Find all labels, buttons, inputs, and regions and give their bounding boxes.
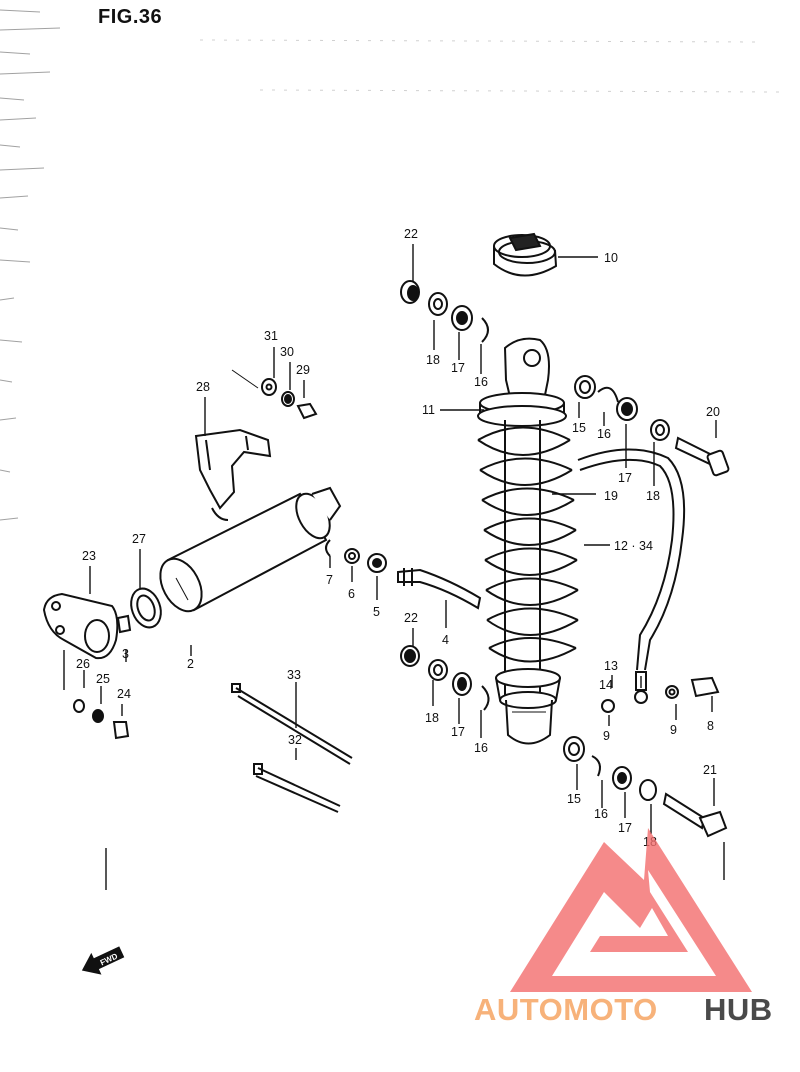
- label-13: 13: [604, 659, 618, 673]
- label-15a: 15: [572, 421, 586, 435]
- label-29: 29: [296, 363, 310, 377]
- label-17c: 17: [451, 725, 465, 739]
- label-2: 2: [187, 657, 194, 671]
- label-25: 25: [96, 672, 110, 686]
- mounting-plate: [42, 592, 119, 660]
- label-9a: 9: [603, 729, 610, 743]
- label-18b: 18: [646, 489, 660, 503]
- label-23: 23: [82, 549, 96, 563]
- label-17b: 17: [618, 471, 632, 485]
- shock-absorber: [477, 337, 579, 745]
- label-27: 27: [132, 532, 146, 546]
- label-8: 8: [707, 719, 714, 733]
- label-17a: 17: [451, 361, 465, 375]
- label-21: 21: [703, 763, 717, 777]
- label-17d: 17: [618, 821, 632, 835]
- forward-label: FWD: [99, 951, 120, 967]
- label-26: 26: [76, 657, 90, 671]
- label-16d: 16: [594, 807, 608, 821]
- canister-collar: [116, 587, 162, 634]
- label-9b: 9: [670, 723, 677, 737]
- label-31: 31: [264, 329, 278, 343]
- label-15b: 15: [567, 792, 581, 806]
- label-3: 3: [122, 647, 129, 661]
- label-4: 4: [442, 633, 449, 647]
- coil-spring: [477, 426, 579, 663]
- label-22b: 22: [404, 611, 418, 625]
- tie-rods: [231, 683, 353, 813]
- reservoir-canister: [159, 486, 342, 613]
- plate-hardware: [73, 699, 130, 740]
- label-18c: 18: [425, 711, 439, 725]
- label-33: 33: [287, 668, 301, 682]
- label-6: 6: [348, 587, 355, 601]
- figure-title: FIG.36: [98, 6, 163, 28]
- label-14: 14: [599, 678, 613, 692]
- upper-left-hardware: [400, 280, 489, 343]
- leader-lines: [63, 244, 725, 890]
- label-20: 20: [706, 405, 720, 419]
- label-18a: 18: [426, 353, 440, 367]
- label-16b: 16: [597, 427, 611, 441]
- label-30: 30: [280, 345, 294, 359]
- label-7: 7: [326, 573, 333, 587]
- label-5: 5: [373, 605, 380, 619]
- scan-noise: [0, 9, 781, 521]
- clamp-hardware: [231, 369, 318, 420]
- label-16c: 16: [474, 741, 488, 755]
- label-28: 28: [196, 380, 210, 394]
- lower-mount-hardware: [400, 645, 728, 838]
- label-10: 10: [604, 251, 618, 265]
- part-labels: 22 10 18 17 16 11 15 16 17 18 20 19 12 ·…: [76, 227, 720, 849]
- watermark-automoto: AUTOMOTO: [474, 992, 658, 1027]
- label-19: 19: [604, 489, 618, 503]
- label-12-34: 12 · 34: [614, 539, 653, 553]
- upper-right-hardware: [574, 375, 730, 477]
- label-22a: 22: [404, 227, 418, 241]
- automotohub-logo: AUTOMOTO HUB: [474, 828, 773, 1027]
- rubber-cap: [493, 232, 558, 277]
- reservoir-hose: [577, 448, 686, 704]
- canister-clamp: [194, 428, 272, 521]
- watermark-hub: HUB: [704, 992, 773, 1027]
- reservoir-line: [325, 539, 482, 610]
- label-16a: 16: [474, 375, 488, 389]
- label-32: 32: [288, 733, 302, 747]
- forward-arrow-icon: FWD: [81, 946, 125, 975]
- label-11: 11: [422, 403, 435, 417]
- label-24: 24: [117, 687, 131, 701]
